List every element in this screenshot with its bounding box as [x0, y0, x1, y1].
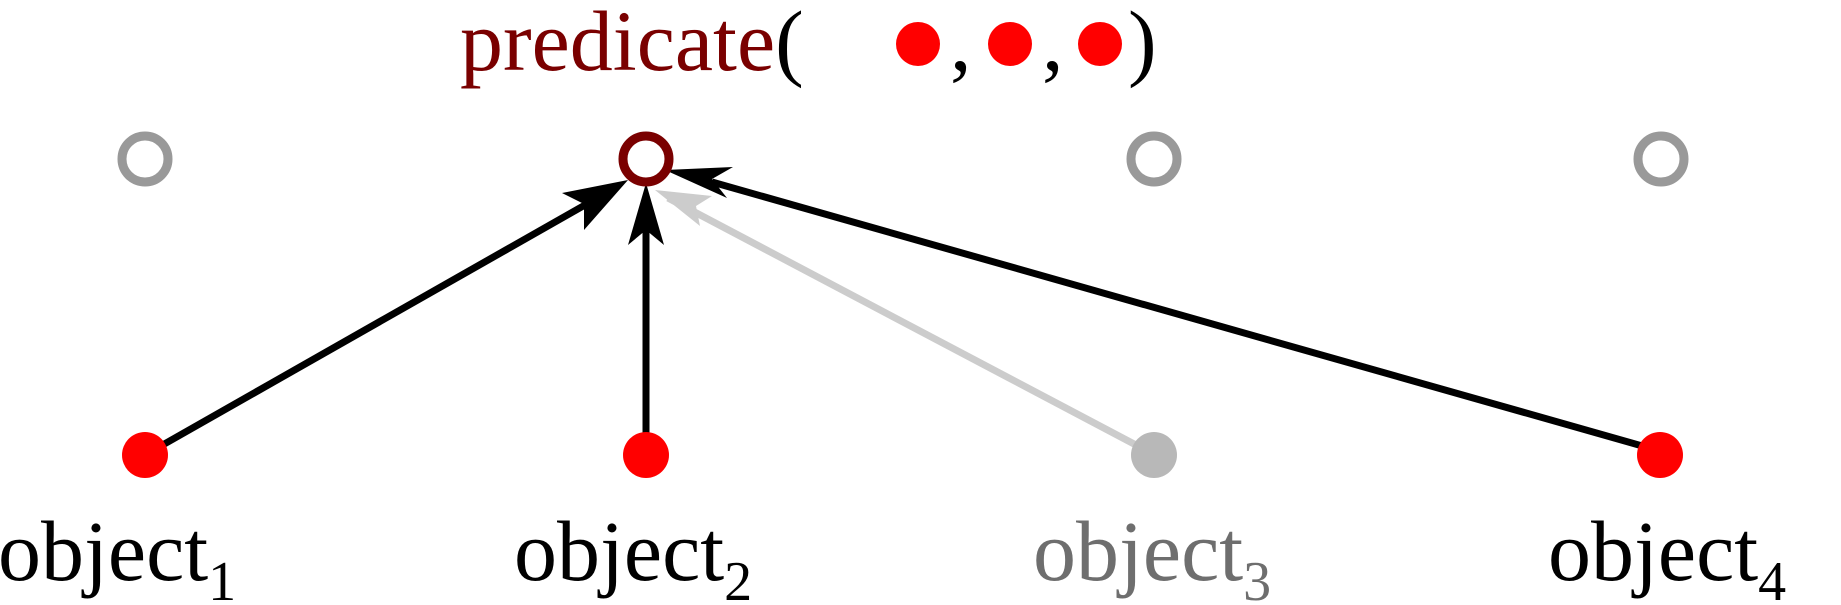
edge-object3	[666, 194, 1155, 458]
object-label-3: object3	[1033, 503, 1271, 605]
predicate-node-1	[117, 131, 173, 187]
object-label-4-index: 4	[1758, 551, 1786, 605]
object-dot-1	[122, 432, 168, 478]
arrowhead-object1	[562, 180, 628, 230]
arrowhead-object4	[665, 167, 733, 198]
object-dot-4	[1637, 432, 1683, 478]
object-label-2-base: object	[514, 503, 724, 599]
object-dot-3	[1131, 432, 1177, 478]
predicate-node-4	[1633, 131, 1689, 187]
object-label-1-index: 1	[208, 551, 236, 605]
object-dot-2	[623, 432, 669, 478]
edge-object4	[711, 178, 1661, 455]
arrowhead-object3	[655, 190, 712, 226]
predicate-name: predicate	[460, 0, 775, 89]
argument-comma-1: ,	[950, 0, 972, 89]
object-label-4-base: object	[1548, 503, 1758, 599]
object-label-3-index: 3	[1243, 551, 1271, 605]
predicate-node-3	[1126, 131, 1182, 187]
argument-dot-2	[988, 22, 1032, 66]
object-label-4: object4	[1548, 503, 1786, 605]
object-label-2-index: 2	[724, 551, 752, 605]
close-paren: )	[1128, 0, 1157, 89]
predicate-node-2-selected	[618, 131, 674, 187]
predicate-label: predicate(	[460, 0, 804, 89]
argument-dot-3	[1078, 22, 1122, 66]
argument-dot-1	[896, 22, 940, 66]
open-paren: (	[775, 0, 804, 89]
object-label-3-base: object	[1033, 503, 1243, 599]
object-label-1-base: object	[0, 503, 208, 599]
edges	[143, 167, 1661, 459]
arrowhead-object2	[628, 183, 664, 245]
object-label-2: object2	[514, 503, 752, 605]
edge-object1	[143, 197, 594, 459]
argument-comma-2: ,	[1042, 0, 1064, 89]
object-label-1: object1	[0, 503, 236, 605]
